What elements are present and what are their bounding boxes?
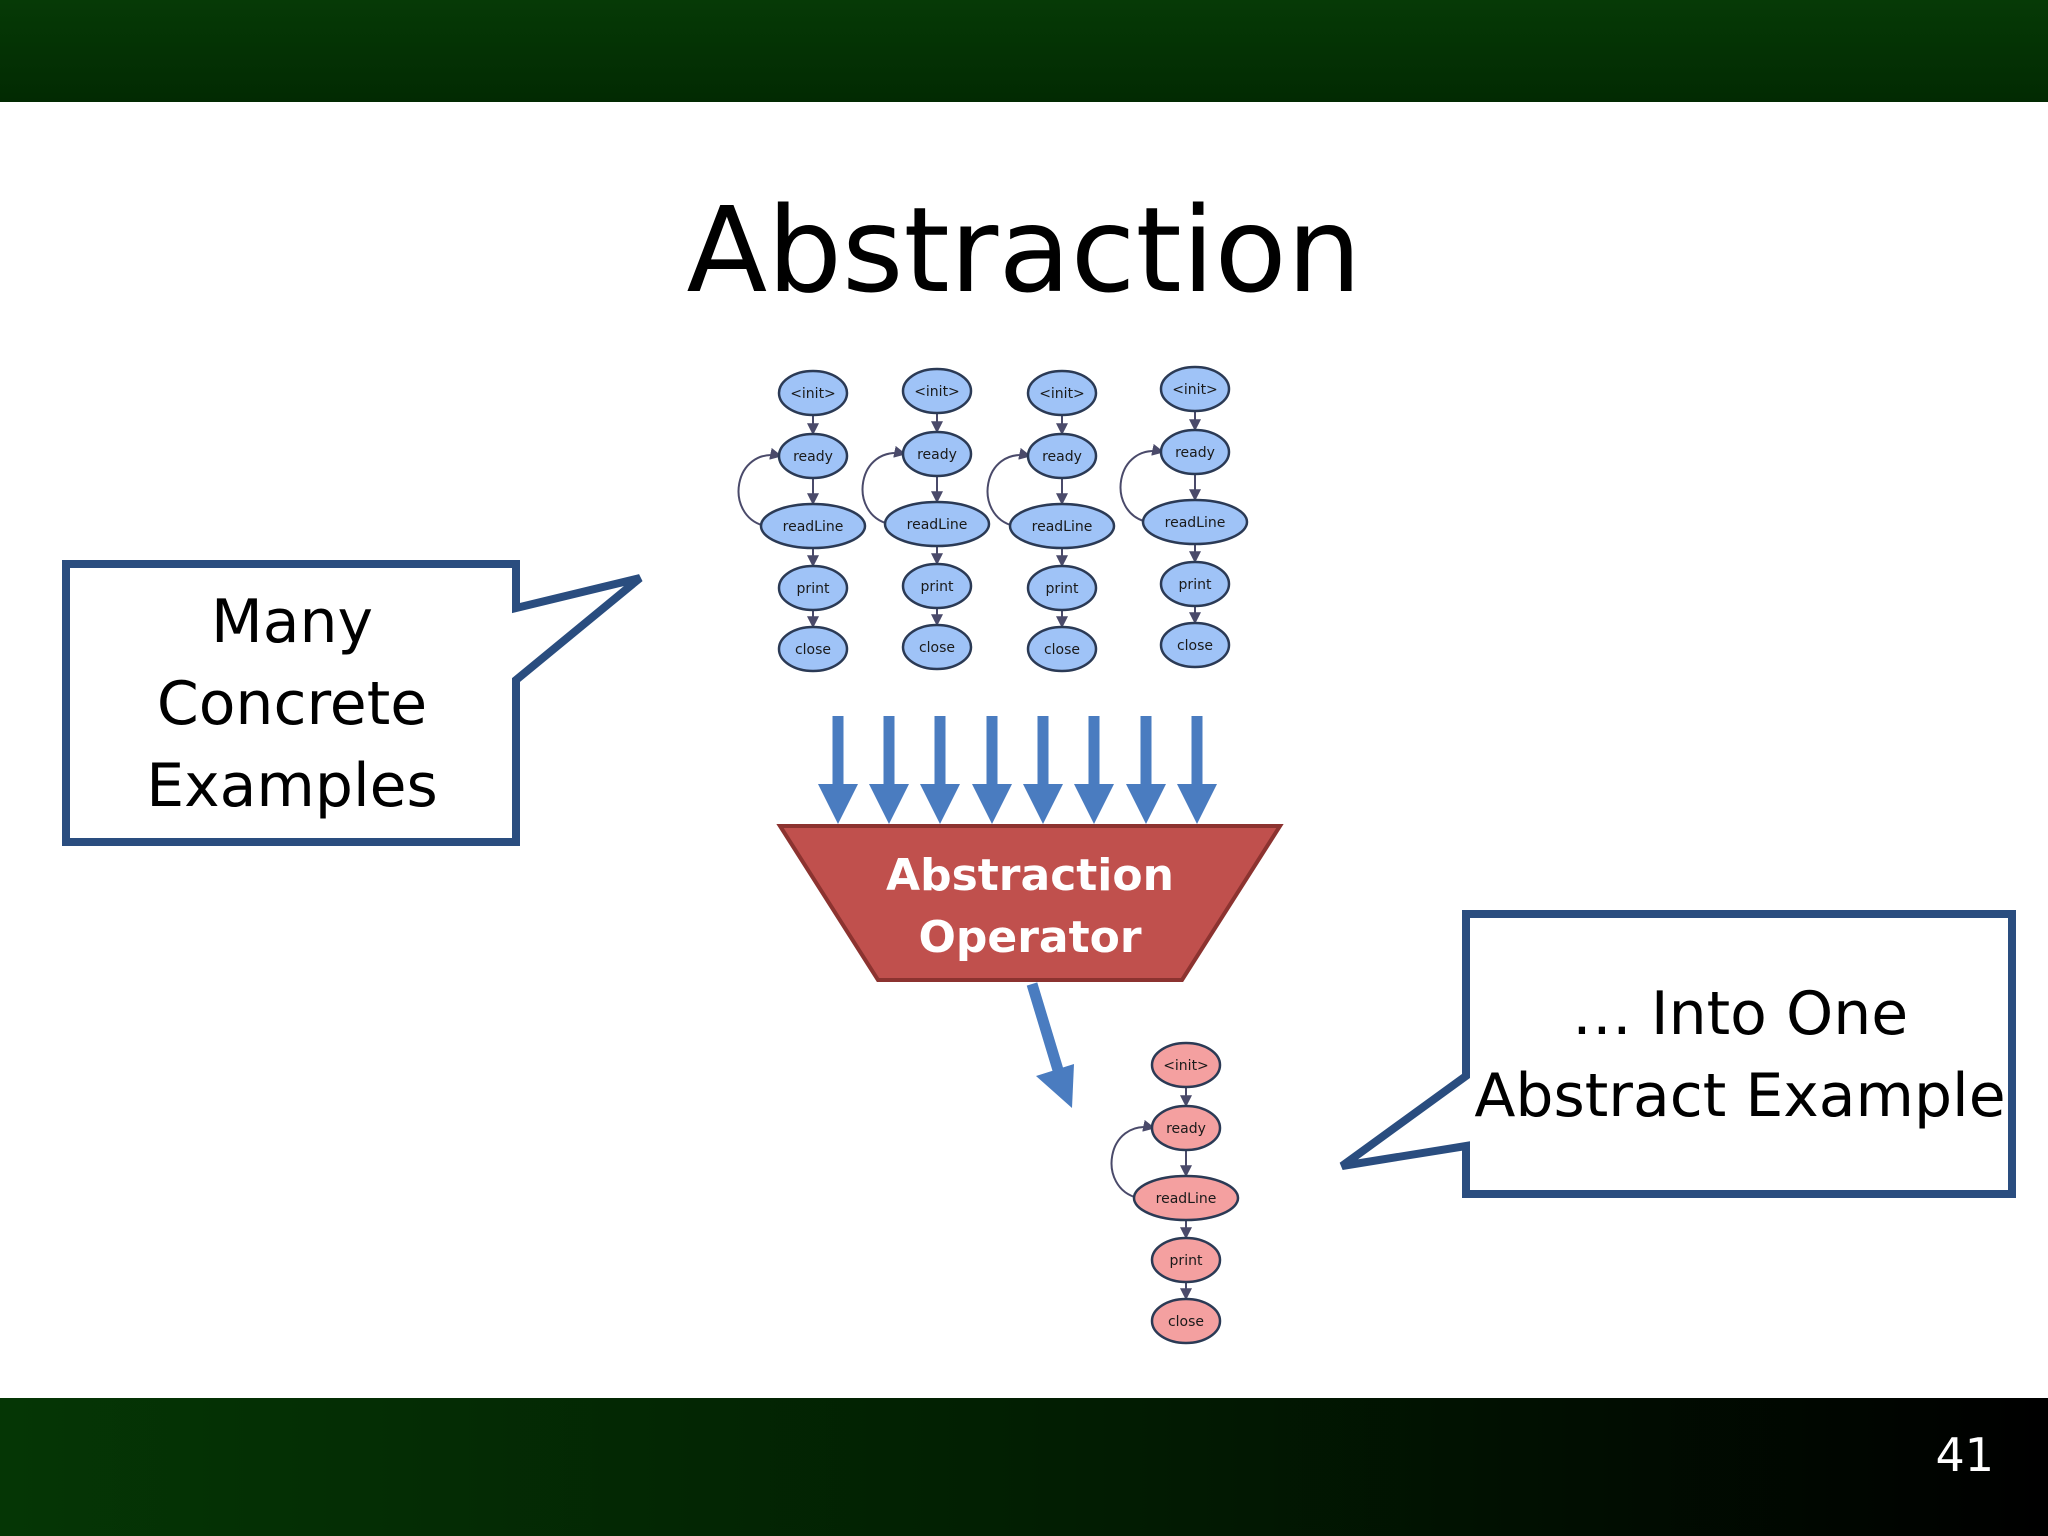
graph-3: <init> ready readLine print close [986,369,1116,673]
callout-left-line-2: Concrete [157,669,427,739]
graph-node [1159,560,1231,608]
graph-node-label: print [1046,581,1079,597]
graph-node-label: readLine [1156,1191,1217,1207]
down-arrow-head [972,784,1012,824]
graph-node [1026,564,1098,612]
graph-node-label: print [1170,1253,1203,1269]
graph-node [901,367,973,415]
graph-node [1150,1104,1222,1152]
bottom-bar [0,1398,2048,1536]
graph-node-label: close [1177,638,1213,654]
graph-loop-edge [1110,1119,1156,1199]
graph-node [1141,498,1249,546]
output-arrow-shaft [1026,982,1064,1072]
graph-node-label: ready [793,449,833,465]
slide-title: Abstraction [686,181,1362,319]
graph-node [1150,1236,1222,1284]
graph-node [883,500,991,548]
callout-right-line-2: Abstract Example [1474,1061,2005,1131]
callout-left-line-1: Many [211,587,373,657]
graph-node-label: <init> [1163,1058,1209,1074]
graph-node-label: close [1168,1314,1204,1330]
graph-node-label: <init> [1039,386,1085,402]
graph-node [901,562,973,610]
down-arrow-head [1074,784,1114,824]
graph-node [1026,625,1098,673]
graph-node-label: readLine [1165,515,1226,531]
graph-node-label: ready [1166,1121,1206,1137]
callout-left-line-3: Examples [146,751,438,821]
graph-loop-edge [861,445,907,525]
graph-node [1132,1174,1240,1222]
graph-node [1159,428,1231,476]
graph-node-label: readLine [783,519,844,535]
abstract-graph: <init> ready readLine print close [1110,1041,1240,1345]
graph-loop-edge [1119,443,1165,523]
down-arrow-head [1177,784,1217,824]
graph-node-label: print [797,581,830,597]
graph-loop-edge [737,447,783,527]
graph-2: <init> ready readLine print close [861,367,991,671]
graph-node-label: print [1179,577,1212,593]
graph-node [1159,365,1231,413]
top-bar [0,0,2048,102]
graph-node [1026,369,1098,417]
abstraction-operator-shape [776,824,1284,982]
graph-node-label: <init> [790,386,836,402]
graph-node-label: readLine [1032,519,1093,535]
graph-node-label: close [795,642,831,658]
graph-node [777,432,849,480]
down-arrow-head [920,784,960,824]
graph-node [777,564,849,612]
graph-node-label: readLine [907,517,968,533]
graph-loop-edge [986,447,1032,527]
graph-node-label: <init> [1172,382,1218,398]
graph-node [1150,1041,1222,1089]
output-arrow-head [1036,1064,1074,1108]
down-arrow-head [869,784,909,824]
down-arrow-head [1023,784,1063,824]
graph-node-label: close [1044,642,1080,658]
graph-node [1159,621,1231,669]
graph-node-label: ready [917,447,957,463]
down-arrow-head [1126,784,1166,824]
down-arrow-head [818,784,858,824]
graph-node-label: <init> [914,384,960,400]
graph-node [759,502,867,550]
graph-node-label: close [919,640,955,656]
graph-node [1026,432,1098,480]
concrete-graphs: <init> ready readLine print close <init> ready… [737,365,1249,673]
operator-line-2: Operator [918,912,1141,963]
graph-node [901,430,973,478]
graph-node [1150,1297,1222,1345]
graph-node-label: print [921,579,954,595]
callout-left-box [62,560,643,846]
slide-number: 41 [1935,1428,1994,1482]
graph-node [1008,502,1116,550]
callout-right-box [1339,910,2016,1198]
graph-abstract: <init> ready readLine print close [1110,1041,1240,1345]
operator-line-1: Abstraction [886,850,1174,901]
down-arrows [818,716,1217,824]
graph-node-label: ready [1175,445,1215,461]
graph-4: <init> ready readLine print close [1119,365,1249,669]
graph-node [901,623,973,671]
graph-node-label: ready [1042,449,1082,465]
graph-node [777,625,849,673]
graph-node [777,369,849,417]
graph-1: <init> ready readLine print close [737,369,867,673]
callout-right-line-1: … Into One [1572,979,1908,1049]
